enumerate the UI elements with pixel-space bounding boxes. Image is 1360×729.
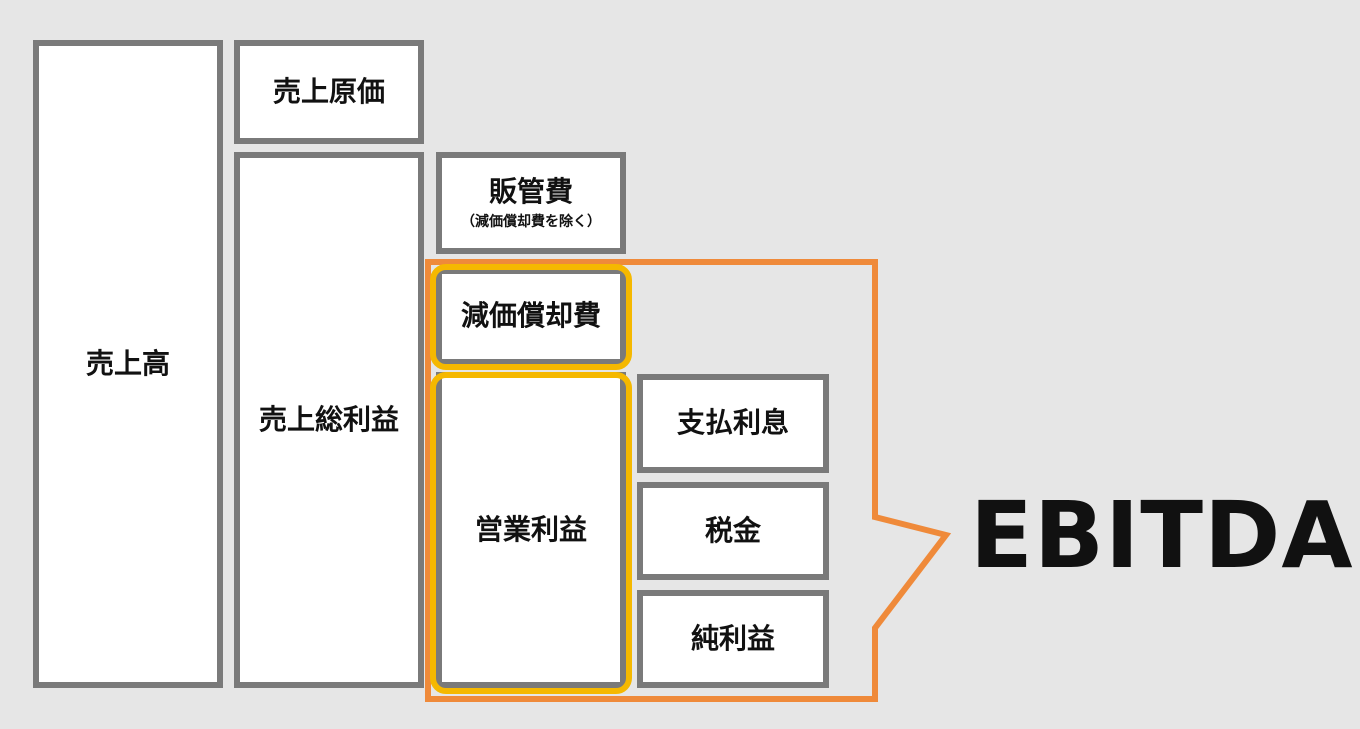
gross-profit-block: 売上総利益 [234, 152, 424, 688]
interest-paid-block: 支払利息 [637, 374, 829, 473]
taxes-label: 税金 [704, 513, 761, 547]
sales-block: 売上高 [33, 40, 223, 688]
cost-of-sales-label: 売上原価 [272, 74, 385, 108]
net-profit-label: 純利益 [690, 621, 775, 655]
operating-profit-label: 営業利益 [474, 512, 587, 546]
depreciation-block: 減価償却費 [436, 268, 626, 365]
sga-label: 販管費 [488, 174, 573, 208]
interest-paid-label: 支払利息 [676, 406, 789, 440]
net-profit-block: 純利益 [637, 590, 829, 688]
operating-profit-highlight [430, 372, 632, 694]
sga-block: 販管費 （減価償却費を除く） [436, 152, 626, 254]
gross-profit-label: 売上総利益 [258, 402, 399, 436]
sales-label: 売上高 [85, 346, 170, 380]
ebitda-label: EBITDA [970, 482, 1354, 589]
depreciation-highlight [430, 264, 632, 370]
taxes-block: 税金 [637, 482, 829, 580]
sga-note: （減価償却費を除く） [461, 214, 601, 231]
cost-of-sales-block: 売上原価 [234, 40, 424, 144]
operating-profit-block: 営業利益 [436, 372, 626, 688]
depreciation-label: 減価償却費 [460, 299, 601, 333]
